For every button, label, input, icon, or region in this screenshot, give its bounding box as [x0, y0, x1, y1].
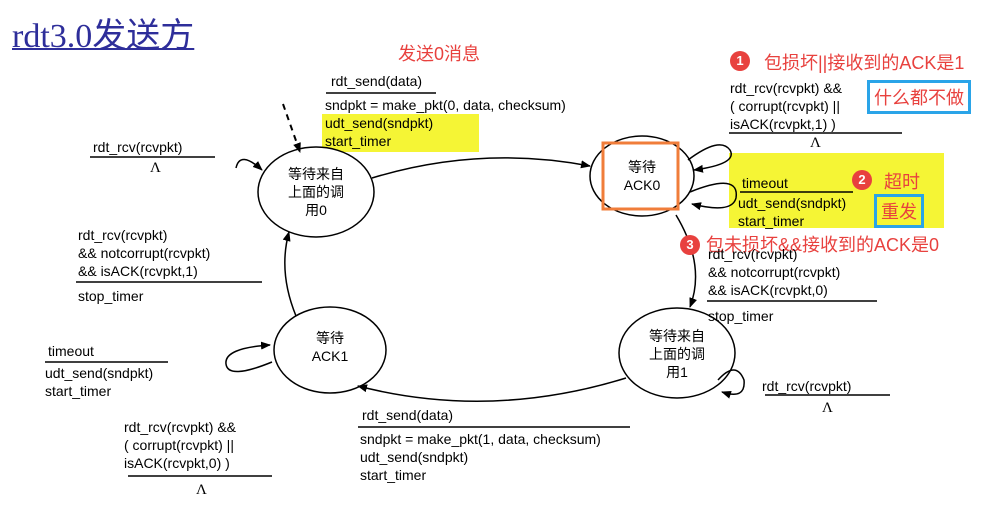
loop-ack0-top — [687, 144, 732, 173]
loop-call0 — [235, 158, 263, 171]
annotation-note2-box: 重发 — [874, 194, 924, 228]
annotation-note3: 包未损坏&&接收到的ACK是0 — [706, 235, 940, 255]
ack0-timeout-event: timeout — [742, 175, 788, 191]
state-wait-call-0-label: 等待来自 上面的调 用0 — [288, 166, 344, 218]
call0-self-action: Λ — [150, 160, 161, 176]
timeout-highlight — [729, 153, 944, 228]
ack0-orange-box — [601, 141, 680, 211]
loop-call1 — [717, 369, 745, 399]
badge-3: 3 — [680, 235, 700, 255]
state-wait-call-1-label: 等待来自 上面的调 用1 — [649, 328, 705, 380]
loop-ack0-right — [689, 182, 737, 211]
state-wait-call-1 — [618, 307, 736, 399]
state-wait-call-0 — [257, 146, 375, 238]
top-actions: sndpkt = make_pkt(0, data, checksum) udt… — [325, 97, 566, 149]
left-event: rdt_rcv(rcvpkt) && notcorrupt(rcvpkt) &&… — [78, 227, 211, 279]
ack0-self-event: rdt_rcv(rcvpkt) && ( corrupt(rcvpkt) || … — [730, 80, 843, 132]
arrow-ack0-to-call1 — [675, 214, 697, 308]
annotation-note1-box: 什么都不做 — [867, 80, 971, 114]
state-wait-ack-0-label: 等待 ACK0 — [623, 159, 661, 193]
ack1-self-event: rdt_rcv(rcvpkt) && ( corrupt(rcvpkt) || … — [124, 419, 237, 471]
ack1-self-action: Λ — [196, 482, 207, 498]
state-wait-ack-0 — [589, 135, 695, 217]
call1-self-event: rdt_rcv(rcvpkt) — [762, 378, 852, 394]
arrow-call0-to-ack0 — [371, 157, 591, 179]
bottom-actions: sndpkt = make_pkt(1, data, checksum) udt… — [360, 431, 601, 483]
state-wait-ack-1 — [273, 306, 387, 394]
state-wait-ack-1-label: 等待 ACK1 — [311, 330, 349, 364]
top-event: rdt_send(data) — [331, 73, 423, 89]
right-action: stop_timer — [708, 308, 774, 324]
arrow-call1-to-ack1 — [357, 377, 627, 402]
call0-self-event: rdt_rcv(rcvpkt) — [93, 139, 183, 155]
annotation-note1: 包损坏||接收到的ACK是1 — [764, 53, 965, 73]
ack0-timeout-actions: udt_send(sndpkt) start_timer — [738, 195, 847, 229]
top-actions-highlight — [322, 114, 479, 152]
bottom-event: rdt_send(data) — [362, 407, 454, 423]
initial-arrow — [282, 103, 301, 153]
ack1-timeout-actions: udt_send(sndpkt) start_timer — [45, 365, 154, 399]
annotation-send0: 发送0消息 — [398, 44, 481, 64]
right-event: rdt_rcv(rcvpkt) && notcorrupt(rcvpkt) &&… — [708, 246, 841, 298]
badge-2: 2 — [852, 170, 872, 190]
call1-self-action: Λ — [822, 400, 833, 416]
arrow-ack1-to-call0 — [282, 231, 297, 317]
loop-ack1 — [225, 341, 273, 373]
left-action: stop_timer — [78, 288, 144, 304]
page-title: rdt3.0发送方 — [12, 18, 195, 55]
badge-1: 1 — [730, 51, 750, 71]
ack0-self-action: Λ — [810, 135, 821, 151]
annotation-note2: 超时 — [884, 172, 920, 192]
ack1-timeout-event: timeout — [48, 343, 94, 359]
